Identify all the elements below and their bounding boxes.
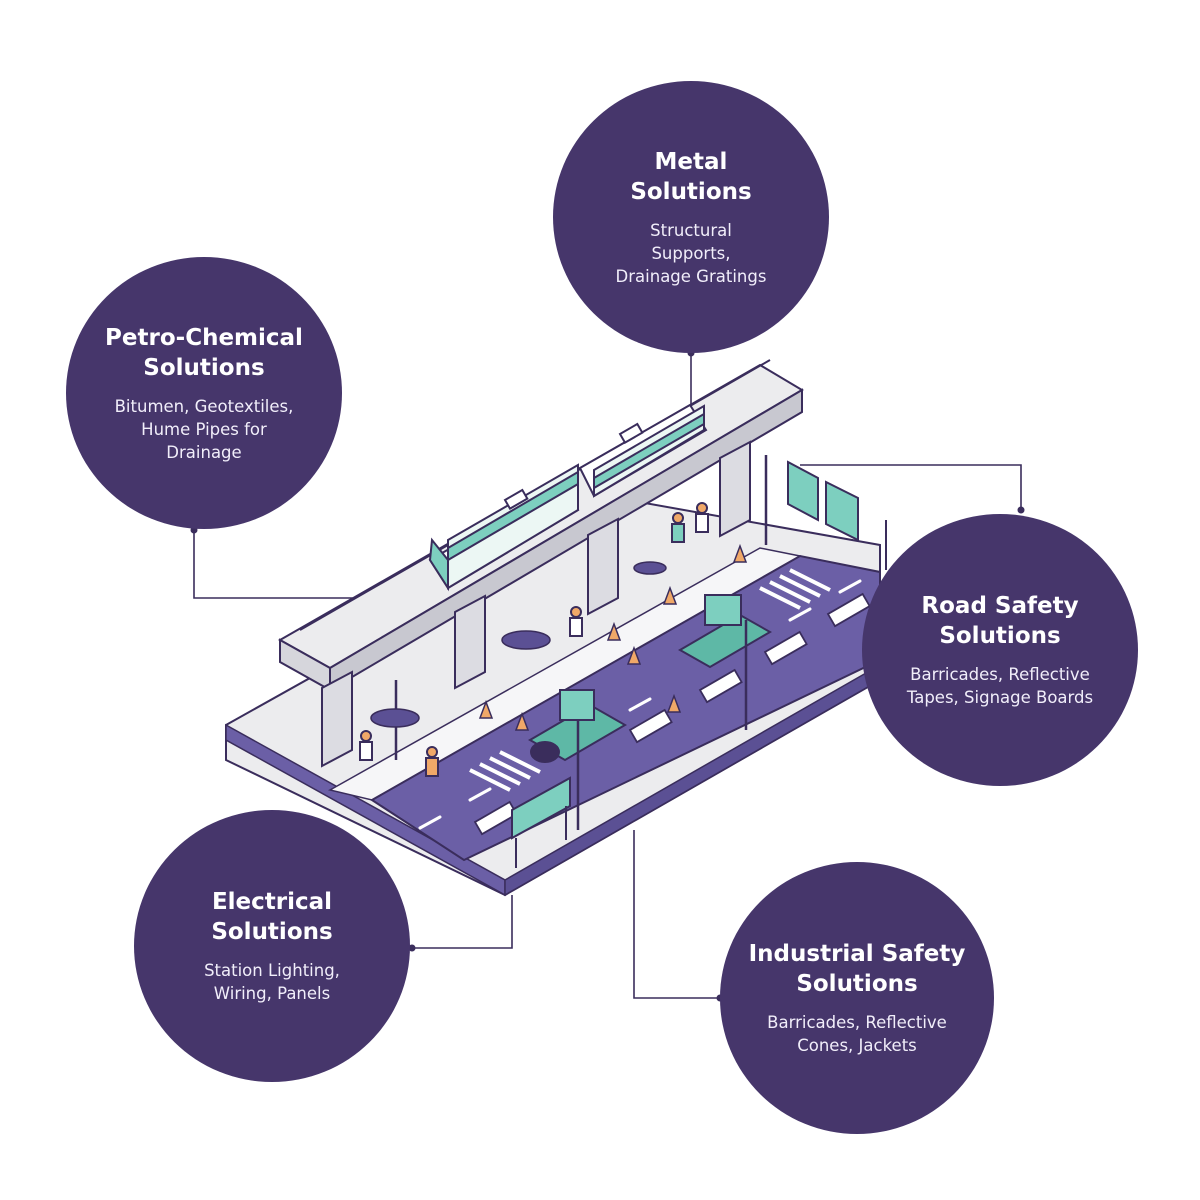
bubble-description: Bitumen, Geotextiles, Hume Pipes for Dra… [114,396,294,462]
connector-road [800,464,1022,510]
traffic-cone-icon [478,543,748,731]
bubble-road-safety-solutions: Road Safety Solutions Barricades, Reflec… [862,514,1138,786]
bubble-petro-chemical-solutions: Petro-Chemical Solutions Bitumen, Geotex… [66,257,342,529]
paver-machine-icon [677,594,773,669]
bubble-description: Structural Supports, Drainage Gratings [615,220,767,286]
bubble-title: Road Safety Solutions [921,593,1079,649]
bubble-industrial-safety-solutions: Industrial Safety Solutions Barricades, … [720,862,994,1134]
connector-petro [193,530,360,599]
zebra-crossing [469,568,831,792]
bubble-description: Barricades, Reflective Cones, Jackets [767,1013,947,1055]
bubble-description: Barricades, Reflective Tapes, Signage Bo… [906,665,1094,707]
bubble-electrical-solutions: Electrical Solutions Station Lighting, W… [134,810,410,1082]
bubble-title: Metal Solutions [630,148,752,205]
connector-electrical [412,895,513,949]
bubble-metal-solutions: Metal Solutions Structural Supports, Dra… [553,81,829,353]
viaduct-pillars [321,440,751,768]
bubble-title: Electrical Solutions [211,889,333,945]
bubble-description: Station Lighting, Wiring, Panels [204,961,340,1003]
metro-train-icon [428,403,708,592]
connector-lines [193,353,1022,999]
bubble-title: Petro-Chemical Solutions [105,324,303,381]
barricade-icon [473,592,871,836]
connector-industrial [633,830,720,999]
signage-board-icon [511,460,887,868]
bubble-title: Industrial Safety Solutions [748,941,966,997]
soil-mound [370,561,667,728]
worker-icon [359,502,709,777]
